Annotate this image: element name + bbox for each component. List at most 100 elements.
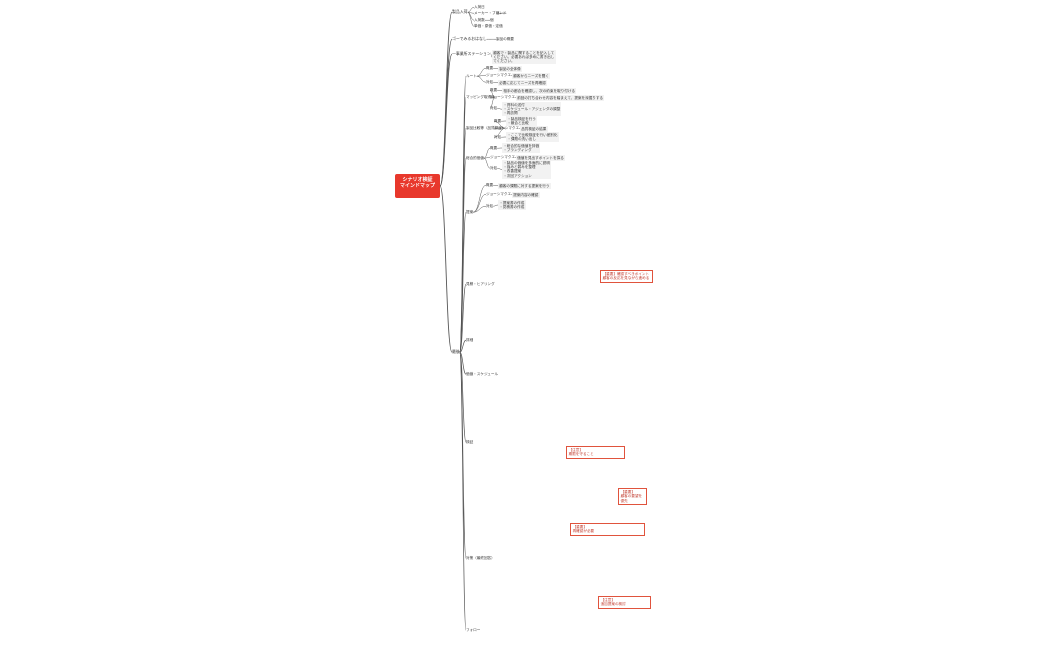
s2-action-line: ・スケジュール・アジェンダの調整 xyxy=(503,107,561,111)
s3-question[interactable]: ジョーシマクエ xyxy=(494,126,520,130)
callout-line: 顧客の要望を優先 xyxy=(620,494,643,503)
connector-line xyxy=(493,204,499,207)
connector-line xyxy=(439,53,453,187)
section-estimate-hearing[interactable]: 見積・ヒアリング xyxy=(466,282,495,286)
callout-line: 再確認が必要 xyxy=(572,529,595,534)
callout-note[interactable]: 【重要】確認すべきポイント 顧客の反応を見ながら進める xyxy=(600,270,654,283)
connector-line xyxy=(459,351,467,631)
s1-action-detail[interactable]: 必要に応じてニーズを再確認 xyxy=(498,80,547,86)
s4-action[interactable]: 対処 xyxy=(490,166,498,170)
connector-line xyxy=(511,74,513,77)
s2-question[interactable]: ジョーシマクエ xyxy=(490,95,516,99)
subtopic-quantity[interactable]: 入荷数 xyxy=(474,18,485,22)
s3-overview-detail[interactable]: ・製品検証を行う ・競合と比較 xyxy=(506,116,538,126)
callout-line: 【注意】 xyxy=(600,598,615,602)
s5-question[interactable]: ジョーシマクエ xyxy=(486,192,512,196)
s3-action-detail[interactable]: ・ここで比較検証を行い差別化 ・課題の洗い出し xyxy=(506,132,559,142)
s3-overview[interactable]: 概要 xyxy=(494,119,502,123)
section-total-value[interactable]: 総合的価値 xyxy=(466,156,484,160)
connector-line xyxy=(493,81,499,84)
s5-action-line: ・提案書の作成 xyxy=(499,200,525,205)
leaf-station-description[interactable]: 顧客で・製品に関することを記入してください。必要あれば多めに書き出してください。 xyxy=(492,50,557,65)
s1-question-detail[interactable]: 顧客からニーズを聞く xyxy=(512,73,551,79)
topic-station[interactable]: 一事業所ステーション xyxy=(452,51,491,56)
section-value-schedule[interactable]: 価値・スケジュール xyxy=(466,372,499,376)
s5-action-detail[interactable]: ・提案書の作成 ・見積書の作成 xyxy=(498,200,526,210)
connector-line xyxy=(459,339,467,353)
section-follow-up[interactable]: フォロー xyxy=(466,628,481,632)
s2-action-line: ・資料の送付 xyxy=(503,102,525,107)
s4-overview-line: ・総合的な価値を評価 xyxy=(503,143,540,148)
connector-line xyxy=(497,89,503,92)
s1-action[interactable]: 対処 xyxy=(486,80,494,84)
topic-story[interactable]: ゴーでみるおはなし xyxy=(452,36,487,41)
s3-overview-line: ・製品検証を行う xyxy=(507,116,536,121)
subtopic-maker[interactable]: メーカー・ブランド xyxy=(474,11,507,15)
s2-overview[interactable]: 概要 xyxy=(490,88,498,92)
s2-question-detail[interactable]: 前回の打ち合わせ内容を踏まえて、提案を深掘りする xyxy=(516,95,605,101)
connector-line xyxy=(459,283,467,353)
s3-overview-line: ・競合と比較 xyxy=(507,121,529,125)
s4-question[interactable]: ジョーシマクエ xyxy=(490,155,516,159)
s2-action[interactable]: 対処 xyxy=(490,106,498,110)
callout-note[interactable]: 【注意】 追加提案の検討 xyxy=(598,596,652,609)
connector-line xyxy=(515,96,517,99)
s1-question[interactable]: ジョーシマクエ xyxy=(486,73,512,77)
connector-line xyxy=(493,184,499,187)
connector-line xyxy=(515,156,517,159)
callout-line: 期限を守ること xyxy=(568,452,594,457)
leaf-product-overview[interactable]: 製品の概要 xyxy=(496,37,514,41)
connector-line xyxy=(459,351,467,375)
s2-overview-detail[interactable]: 相手の都合を確認し、次の約束を取り付ける xyxy=(502,88,577,94)
root-topic[interactable]: シナリオ検証 マインドマップ xyxy=(395,174,440,198)
s1-overview-detail[interactable]: 製品の全体像 xyxy=(498,66,522,72)
connector-line xyxy=(476,75,487,83)
s4-action-line: ・次回アクション xyxy=(503,173,532,178)
s4-action-detail[interactable]: ・製品の価値を多面的に説明 ・強みと弱みを整理 ・改善提案 ・次回アクション xyxy=(502,160,552,179)
callout-note[interactable]: 【注意】 期限を守ること xyxy=(566,446,626,459)
connector-line xyxy=(459,351,467,443)
connector-line xyxy=(473,193,487,213)
s5-overview[interactable]: 概要 xyxy=(486,183,494,187)
callout-note[interactable]: 【重要】 顧客の要望を優先 xyxy=(618,488,648,506)
connector-line xyxy=(497,167,503,170)
s3-action[interactable]: 対処 xyxy=(494,135,502,139)
section-after-mapping[interactable]: マッピング取得後 xyxy=(466,95,495,99)
s2-action-detail[interactable]: ・資料の送付 ・スケジュール・アジェンダの調整 ・再訪問 xyxy=(502,102,562,117)
s1-overview[interactable]: 概要 xyxy=(486,66,494,70)
leaf-day[interactable]: 日 xyxy=(496,11,500,15)
connector-line xyxy=(439,11,453,187)
s4-overview-detail[interactable]: ・総合的な価値を評価 ・ブランディング xyxy=(502,143,541,153)
subtopic-price[interactable]: 単価・原価・定価 xyxy=(474,24,503,28)
callout-note[interactable]: 【重要】 再確認が必要 xyxy=(570,523,646,536)
connector-line xyxy=(493,127,506,138)
s5-overview-detail[interactable]: 顧客の課題に対する提案を行う xyxy=(498,183,551,189)
s4-overview-line: ・ブランディング xyxy=(503,148,532,152)
connector-line xyxy=(459,351,467,559)
connector-line xyxy=(483,147,491,159)
section-proposal[interactable]: 提案 xyxy=(466,210,474,214)
connector-line xyxy=(490,53,493,58)
s3-question-detail[interactable]: 品質検証の結果 xyxy=(520,126,548,132)
section-verification[interactable]: 検証 xyxy=(466,440,474,444)
leaf-unit[interactable]: 個 xyxy=(490,18,494,22)
s5-question-detail[interactable]: 提案内容の確認 xyxy=(512,192,540,198)
subtopic-arrival-date[interactable]: 入荷日 xyxy=(474,5,485,9)
section-route[interactable]: ルート xyxy=(466,74,477,78)
s4-question-detail[interactable]: 価値を見出すポイントを探る xyxy=(516,155,566,161)
s5-action[interactable]: 対処 xyxy=(486,204,494,208)
connector-line xyxy=(511,193,513,196)
section-quality-check[interactable]: 製品比較等（品質検証） xyxy=(466,126,506,130)
topic-final[interactable]: 最後 xyxy=(452,349,460,354)
root-title-line-2: マインドマップ xyxy=(399,183,435,189)
callout-line: 【重要】 xyxy=(620,490,635,494)
section-detail[interactable]: 詳細 xyxy=(466,338,474,342)
s4-action-line: ・製品の価値を多面的に説明 xyxy=(503,160,550,165)
topic-product-arrival[interactable]: 製品入荷 xyxy=(452,9,468,14)
section-final-answer[interactable]: 対策（最終回答） xyxy=(466,556,495,560)
s4-overview[interactable]: 概要 xyxy=(490,146,498,150)
s5-action-line: ・見積書の作成 xyxy=(499,205,525,209)
s4-action-line: ・強みと弱みを整理 xyxy=(503,165,536,169)
